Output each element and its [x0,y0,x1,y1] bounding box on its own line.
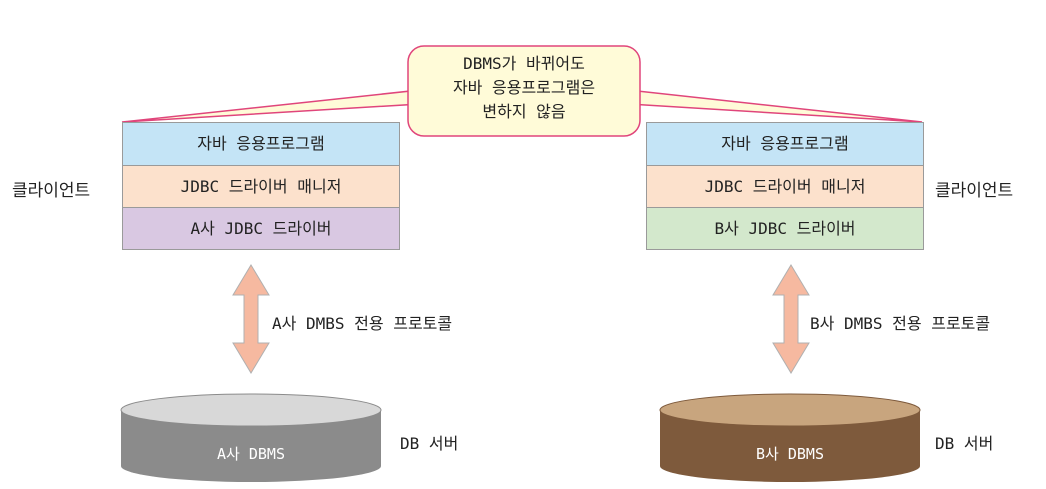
callout-box [407,45,641,137]
callout-join-left [409,88,423,106]
left-layer-driver-manager: JDBC 드라이버 매니저 [123,165,399,207]
double-arrow-right [772,264,810,374]
right-db-label: B사 DBMS [756,445,824,463]
left-db-label: A사 DBMS [217,445,285,463]
callout-join-right [625,88,639,106]
right-protocol-label: B사 DMBS 전용 프로토콜 [810,314,991,333]
db-cylinder-left [120,393,382,482]
callout-bubble [121,45,923,137]
callout-text: DBMS가 바뀌어도 자바 응용프로그램은 변하지 않음 [412,52,636,124]
callout-line-3: 변하지 않음 [482,102,566,121]
right-layer-java-app: 자바 응용프로그램 [647,123,923,165]
double-arrow-left [232,264,270,374]
callout-line-2: 자바 응용프로그램은 [452,78,596,97]
right-layer-driver-manager: JDBC 드라이버 매니저 [647,165,923,207]
left-client-stack: 자바 응용프로그램 JDBC 드라이버 매니저 A사 JDBC 드라이버 [122,122,400,250]
callout-tail-right [627,89,923,123]
right-layer-vendor-driver: B사 JDBC 드라이버 [647,207,923,249]
right-client-stack: 자바 응용프로그램 JDBC 드라이버 매니저 B사 JDBC 드라이버 [646,122,924,250]
left-server-label: DB 서버 [400,434,459,453]
db-cylinder-right [659,393,921,482]
left-layer-vendor-driver: A사 JDBC 드라이버 [123,207,399,249]
left-layer-java-app: 자바 응용프로그램 [123,123,399,165]
left-protocol-label: A사 DMBS 전용 프로토콜 [272,314,453,333]
callout-line-1: DBMS가 바뀌어도 [463,54,585,73]
left-client-label: 클라이언트 [12,181,91,201]
right-client-label: 클라이언트 [935,181,1014,201]
right-server-label: DB 서버 [935,434,994,453]
callout-tail-left [121,89,421,123]
